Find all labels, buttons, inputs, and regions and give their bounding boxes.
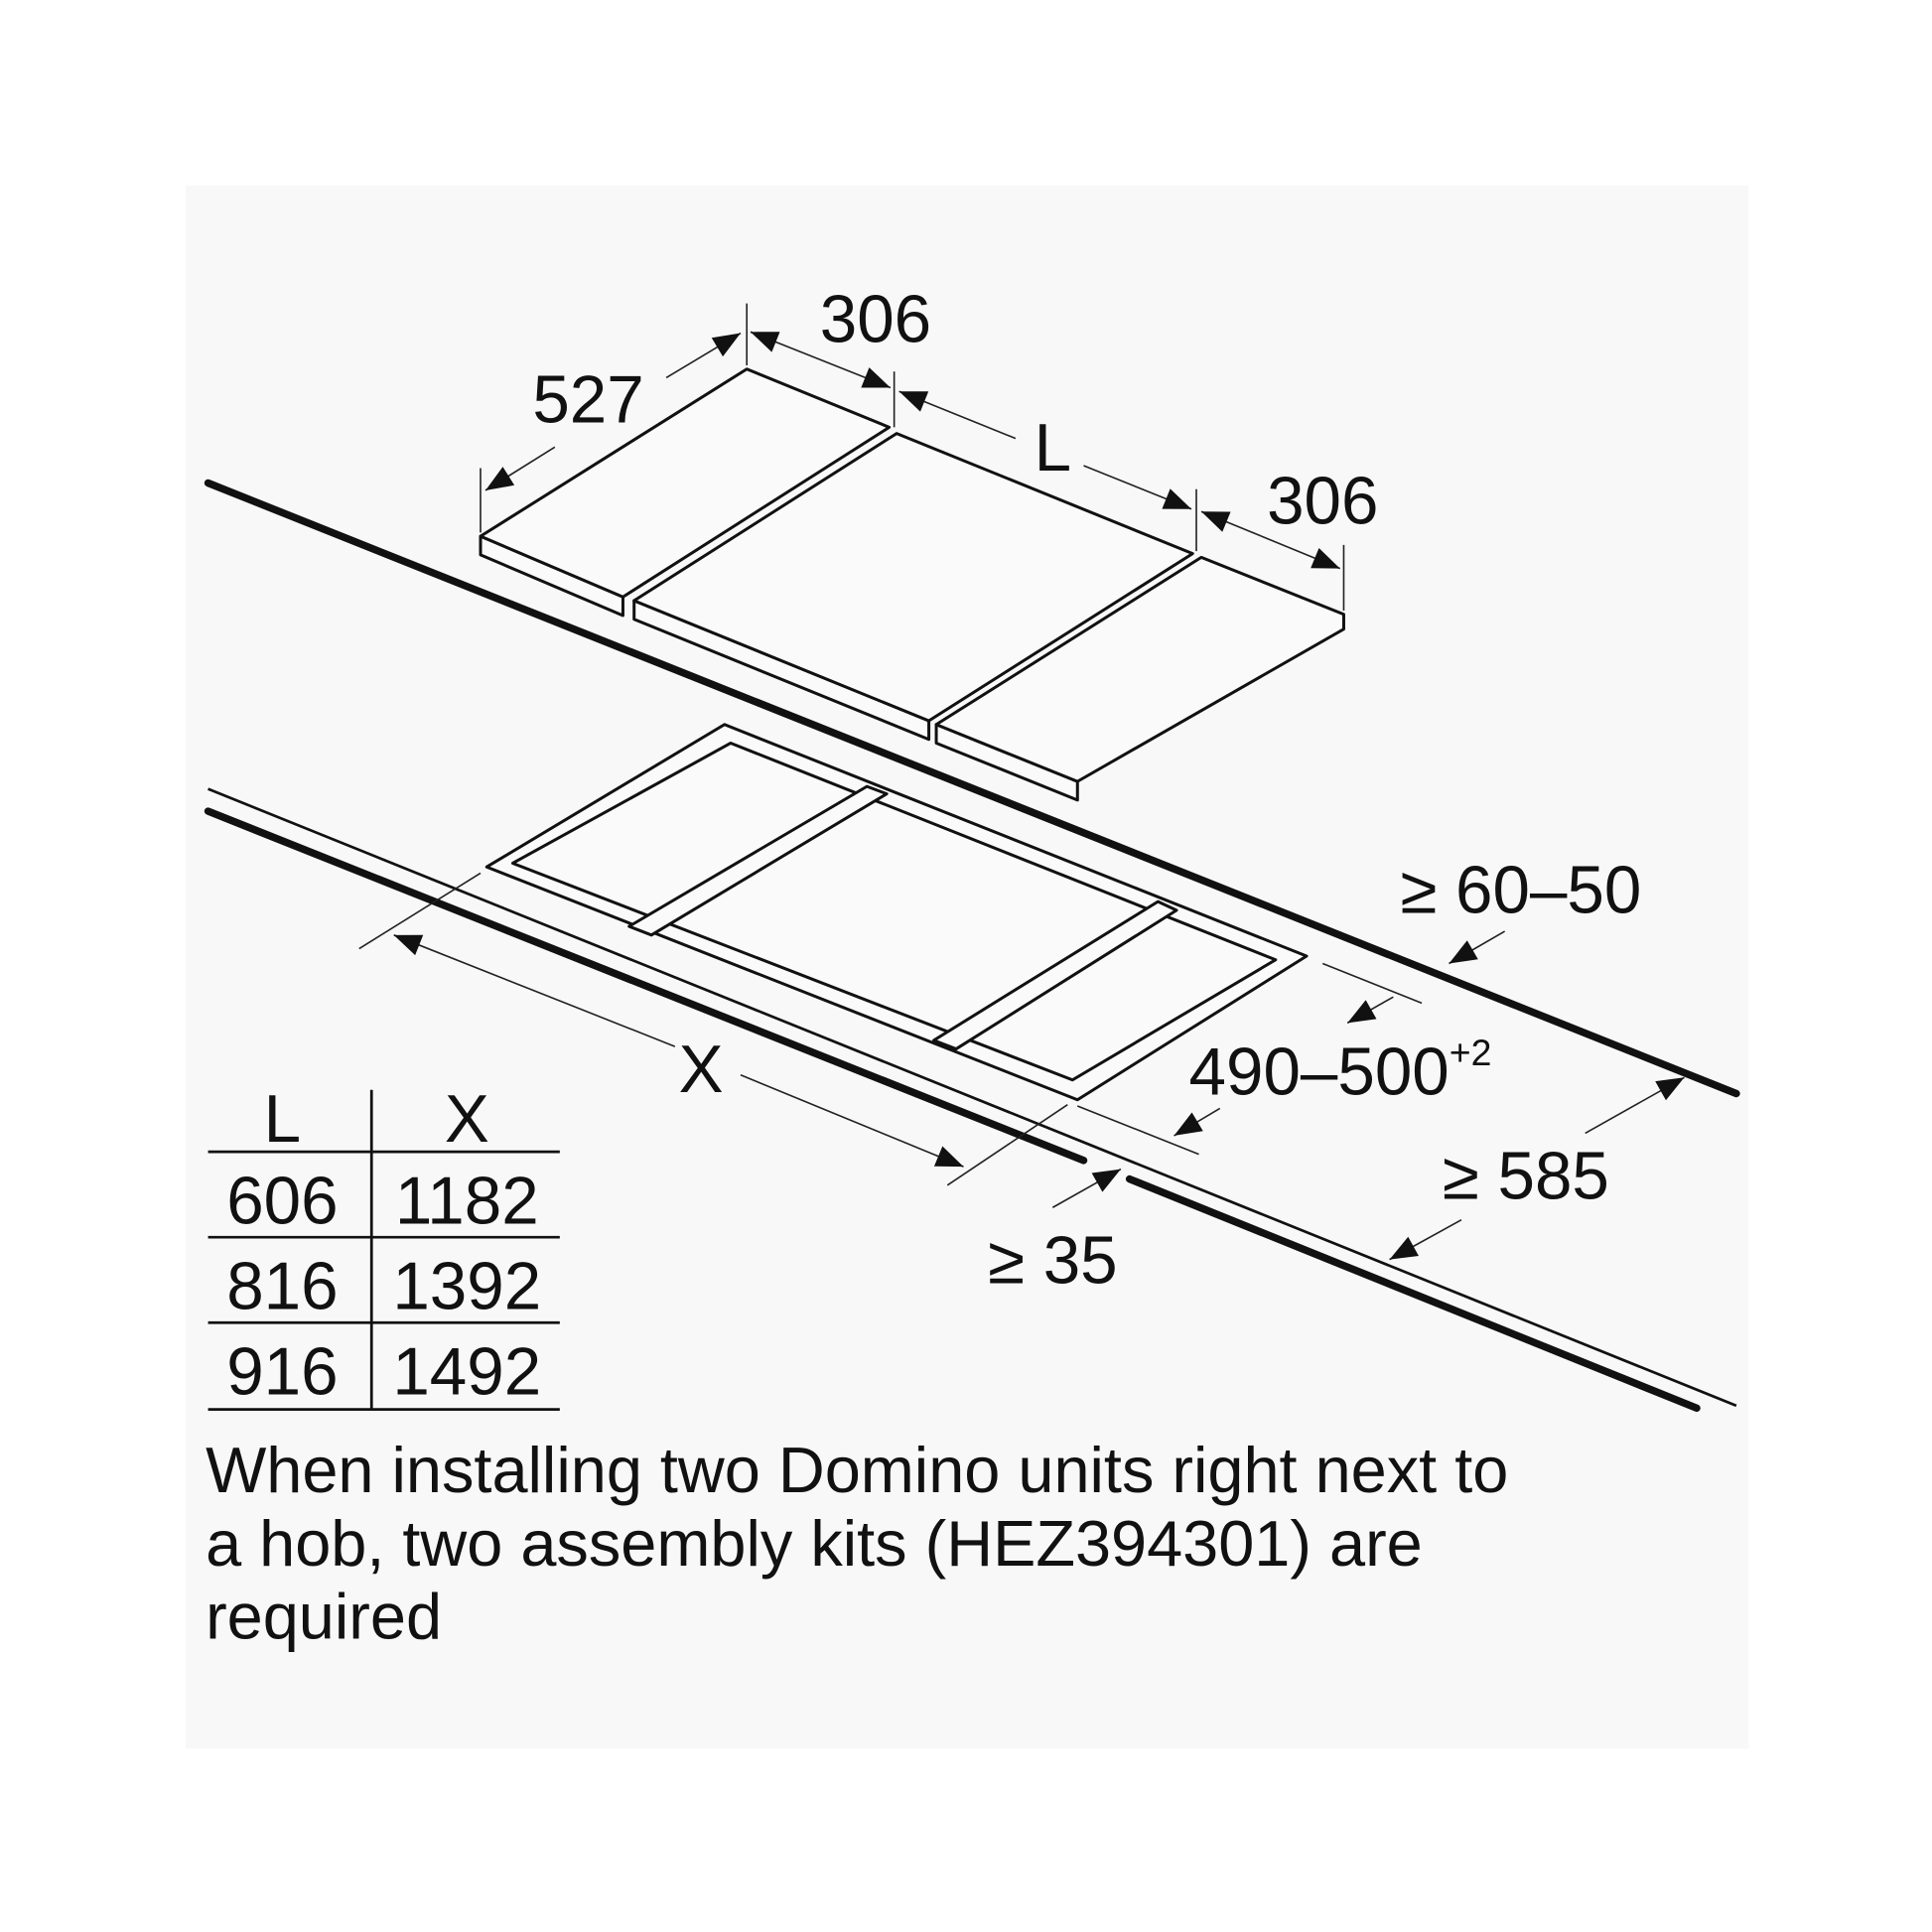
worktop-front-edge-thin (207, 787, 1737, 1408)
right-domino-unit (934, 555, 1345, 802)
table-cell: 1182 (395, 1164, 539, 1238)
worktop-front-edge (204, 807, 1088, 1165)
worktop-back-edge (204, 479, 1740, 1098)
size-table: L X 606 1182 816 1392 916 1492 (207, 1082, 560, 1411)
dim-L: L (1035, 411, 1071, 485)
note-line-3: required (206, 1580, 442, 1652)
dim-306-left: 306 (820, 282, 931, 356)
dim-cutout-depth-value: 490–500 (1189, 1035, 1449, 1110)
dim-306-right: 306 (1267, 465, 1378, 539)
left-domino-unit (479, 367, 892, 618)
main-hob-unit (632, 432, 1194, 742)
dim-X: X (679, 1033, 724, 1107)
table-cell: 816 (226, 1250, 338, 1324)
cutout-frame (484, 723, 1309, 1102)
table-cell: 606 (226, 1164, 338, 1238)
dim-cutout-depth: 490–500+2 (1189, 1032, 1492, 1110)
note-line-2: a hob, two assembly kits (HEZ394301) are (206, 1507, 1423, 1580)
table-header-L: L (264, 1082, 301, 1157)
dim-527: 527 (532, 362, 643, 437)
table-cell: 916 (226, 1335, 338, 1410)
dim-back-clearance: ≥ 60–50 (1400, 853, 1641, 927)
dim-front-clearance: ≥ 35 (988, 1223, 1118, 1298)
table-cell: 1392 (392, 1250, 541, 1324)
table-cell: 1492 (392, 1335, 541, 1410)
dim-worktop-depth: ≥ 585 (1443, 1140, 1609, 1214)
table-header-X: X (445, 1082, 489, 1157)
note-line-1: When installing two Domino units right n… (206, 1434, 1508, 1506)
dim-cutout-depth-tolerance: +2 (1449, 1032, 1492, 1073)
worktop-front-edge-2 (1125, 1174, 1701, 1413)
